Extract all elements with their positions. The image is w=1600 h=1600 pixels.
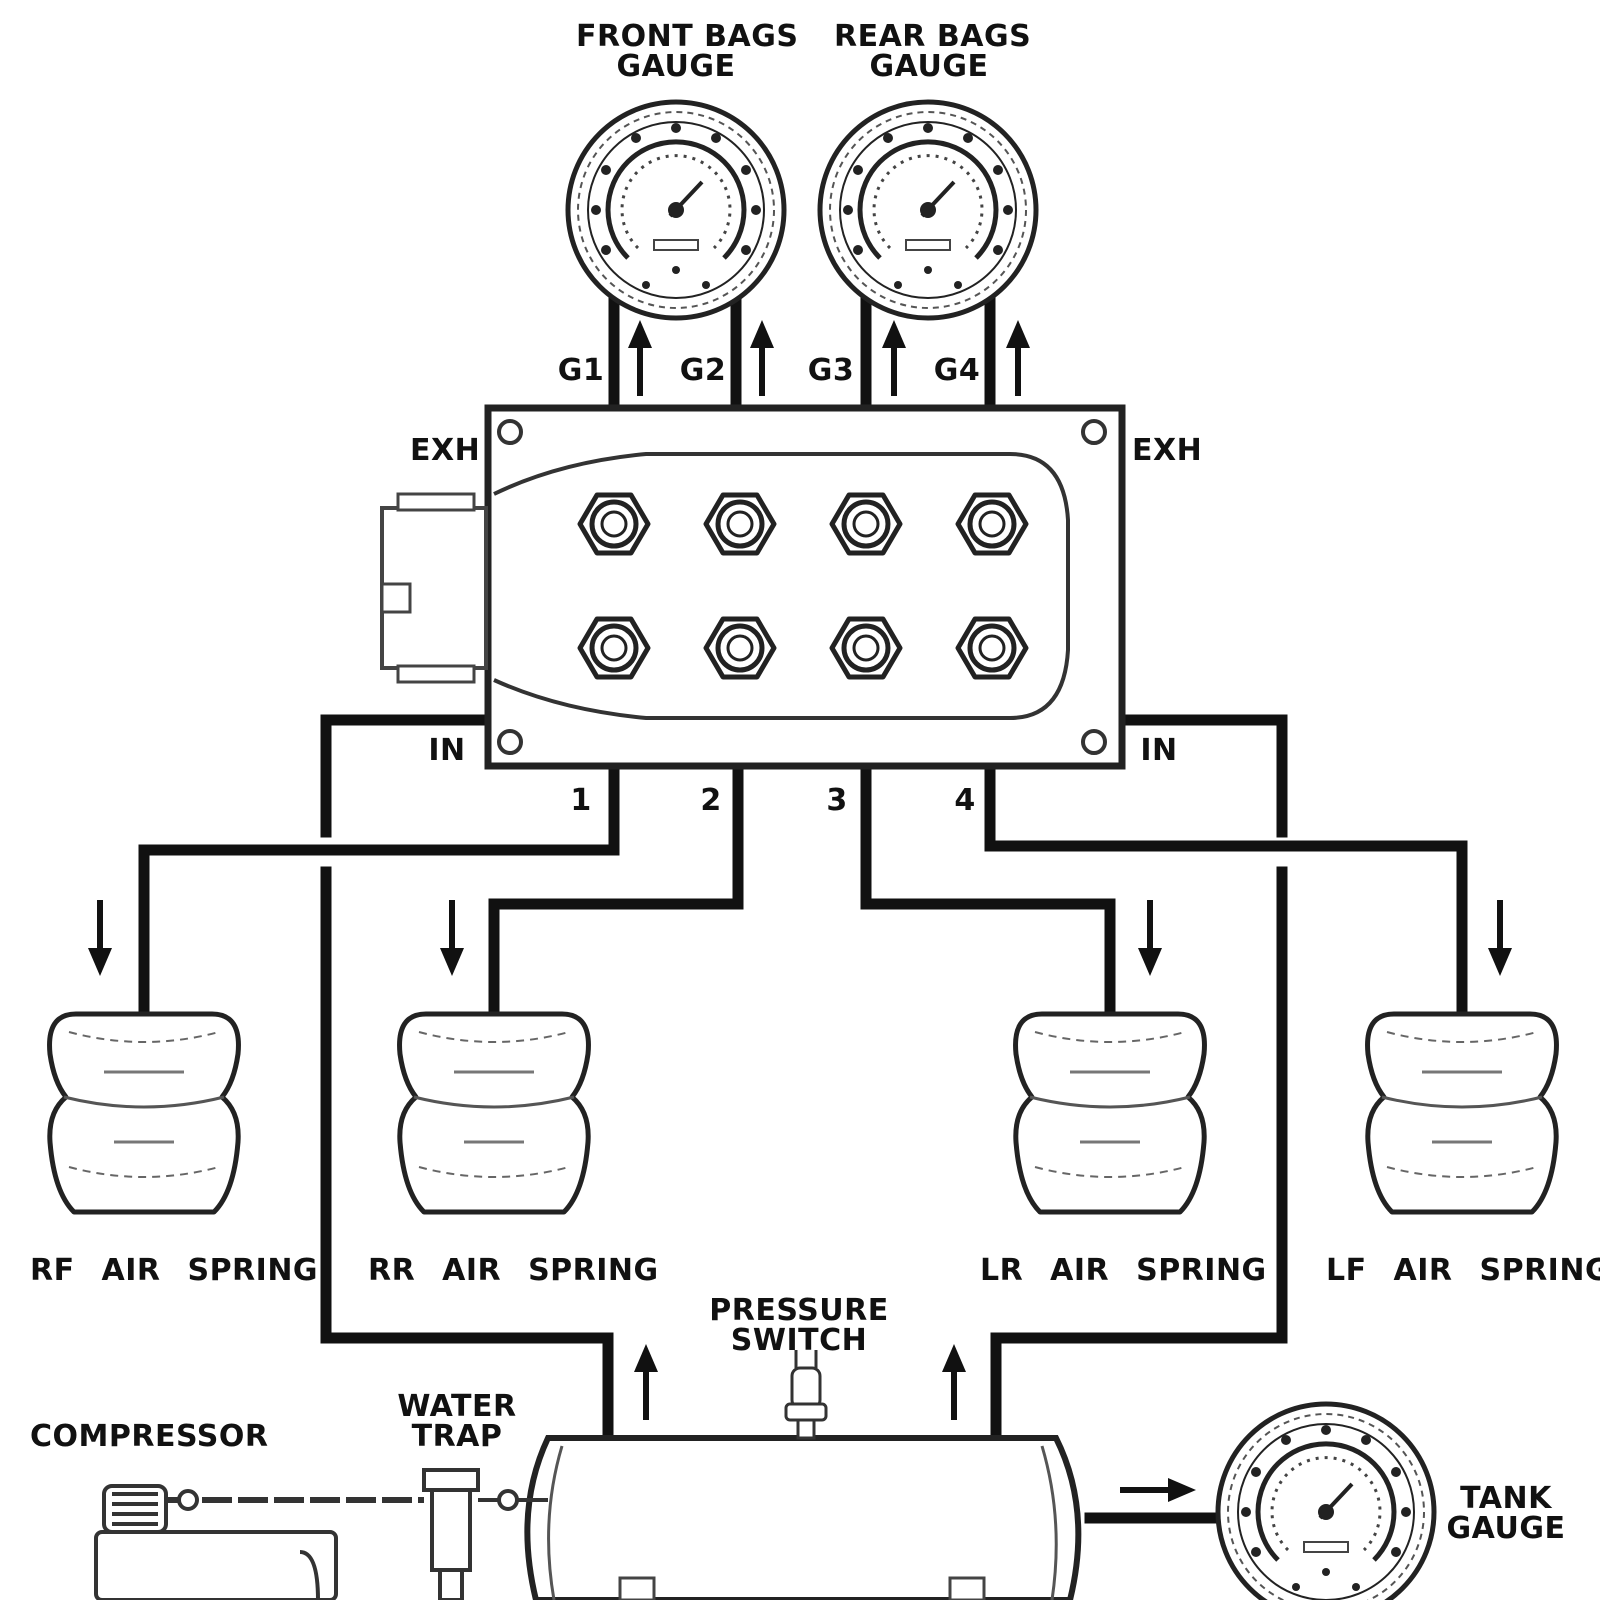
front-bags-gauge-label: FRONT BAGS GAUGE [576, 19, 799, 84]
lr-air-spring [1016, 1014, 1205, 1212]
line-inlet-left-bottom [320, 866, 614, 1446]
gauge-port-g1: G1 [557, 353, 605, 388]
pressure-switch [784, 1350, 828, 1440]
line-port-1-rf [138, 760, 620, 1018]
front-bags-gauge-label-line2: GAUGE [616, 49, 736, 84]
exhaust-right-label: EXH [1132, 433, 1203, 468]
outlet-port-1: 1 [570, 783, 592, 818]
valve-nut [706, 619, 774, 677]
rr-air-spring-label: RR AIR SPRING [368, 1253, 659, 1288]
rear-bags-gauge [820, 102, 1036, 318]
air-lines [138, 292, 1468, 1524]
valve-nut [580, 495, 648, 553]
pressure-switch-label-line1: PRESSURE [709, 1293, 889, 1328]
pressure-switch-label-line2: SWITCH [730, 1323, 868, 1358]
valve-manifold [380, 404, 1126, 770]
valve-nut [580, 619, 648, 677]
outlet-port-2: 2 [700, 783, 722, 818]
tank-gauge-label-line1: TANK [1460, 1481, 1552, 1516]
gauge-port-g3: G3 [807, 353, 855, 388]
rear-bags-gauge-label: REAR BAGS GAUGE [834, 19, 1032, 84]
outlet-port-4: 4 [954, 783, 976, 818]
gauge-port-g2: G2 [679, 353, 727, 388]
line-inlet-left-top [320, 714, 494, 838]
line-inlet-right-top [1112, 714, 1288, 838]
lf-air-spring-label: LF AIR SPRING [1326, 1253, 1600, 1288]
valve-nut [958, 495, 1026, 553]
water-trap [422, 1468, 548, 1600]
inlet-left-label: IN [428, 733, 466, 768]
valve-nut [832, 619, 900, 677]
inlet-right-label: IN [1140, 733, 1178, 768]
valve-nut [706, 495, 774, 553]
lr-air-spring-label: LR AIR SPRING [980, 1253, 1267, 1288]
rear-bags-gauge-label-line1: REAR BAGS [834, 19, 1032, 54]
compressor [94, 1484, 424, 1600]
compressor-label: COMPRESSOR [30, 1419, 269, 1454]
rf-air-spring-label: RF AIR SPRING [30, 1253, 319, 1288]
front-bags-gauge-label-line1: FRONT BAGS [576, 19, 799, 54]
tank-gauge-label: TANK GAUGE [1446, 1484, 1566, 1544]
line-inlet-right-bottom [990, 866, 1288, 1446]
tank-gauge-label-line2: GAUGE [1446, 1511, 1566, 1546]
line-port-2-rr [488, 760, 744, 1018]
tank-gauge [1218, 1404, 1434, 1600]
gauge-port-g4: G4 [933, 353, 981, 388]
lf-air-spring [1368, 1014, 1557, 1212]
line-port-4-lf [984, 760, 1468, 1018]
valve-nut [832, 495, 900, 553]
rr-air-spring [400, 1014, 589, 1212]
air-tank [524, 1435, 1082, 1600]
line-port-3-lr [860, 760, 1116, 1018]
outlet-port-3: 3 [826, 783, 848, 818]
front-bags-gauge [568, 102, 784, 318]
water-trap-label-line1: WATER [397, 1389, 517, 1424]
rear-bags-gauge-label-line2: GAUGE [869, 49, 989, 84]
water-trap-label-line2: TRAP [411, 1419, 503, 1454]
exhaust-left-label: EXH [410, 433, 481, 468]
water-trap-label: WATER TRAP [392, 1392, 522, 1452]
rf-air-spring [50, 1014, 239, 1212]
valve-nut [958, 619, 1026, 677]
pressure-switch-label: PRESSURE SWITCH [704, 1296, 894, 1356]
